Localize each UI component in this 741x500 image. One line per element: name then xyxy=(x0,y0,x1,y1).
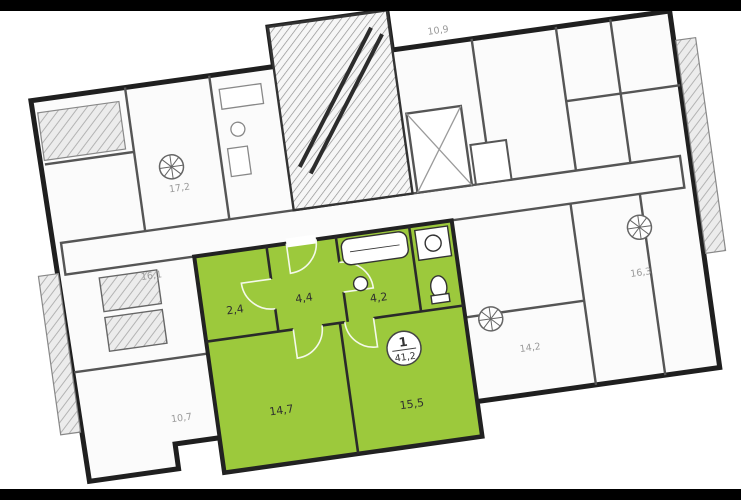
washing-machine-drum-icon xyxy=(424,234,442,252)
partition-wall xyxy=(73,352,209,374)
door-swing xyxy=(285,239,318,275)
letterbox-bottom xyxy=(0,489,741,500)
neighbor-area-label: 16,1 xyxy=(140,269,162,283)
room-label-living-room: 14,7 xyxy=(268,402,294,418)
neighbor-sink-icon xyxy=(230,121,246,137)
partition-wall xyxy=(554,26,578,171)
loggia-hatch-topleft xyxy=(37,100,127,162)
balcony-hatch-right xyxy=(675,36,727,254)
apartment-badge[interactable]: 1 41,2 xyxy=(385,329,423,367)
bathtub-inner-line xyxy=(349,244,400,253)
ventilation-icon xyxy=(478,306,504,332)
room-label-hall: 4,4 xyxy=(294,290,313,305)
neighbor-area-label: 10,9 xyxy=(427,24,449,38)
apartment-wall xyxy=(407,226,423,312)
partition-wall xyxy=(123,87,147,232)
wet-zone-hatch-2 xyxy=(104,308,168,353)
stair-stringer xyxy=(308,33,384,175)
partition-wall xyxy=(609,19,632,164)
letterbox-top xyxy=(0,0,741,11)
partition-wall xyxy=(44,150,135,166)
apartment-wall xyxy=(342,291,350,322)
room-label-hallway: 2,4 xyxy=(225,302,244,317)
building-plan: 17,2 10,9 16,1 10,7 14,2 16,3 xyxy=(28,7,727,485)
toilet-tank-icon xyxy=(430,292,451,305)
door-swing xyxy=(292,325,324,360)
badge-circle[interactable] xyxy=(385,329,423,367)
stair-stringer xyxy=(297,26,373,168)
sink-icon xyxy=(352,275,369,292)
entry-door-opening xyxy=(285,234,317,248)
apartment-wall xyxy=(373,304,464,320)
neighbor-cabinet-icon xyxy=(226,145,252,178)
room-label-bathroom: 4,2 xyxy=(369,290,388,305)
badge-flat-number: 1 xyxy=(398,334,409,350)
apartment-wall xyxy=(265,246,273,280)
partition-wall xyxy=(566,84,681,103)
partition-wall xyxy=(569,203,598,386)
ventilation-icon xyxy=(626,214,653,241)
badge-total-area: 41,2 xyxy=(394,351,416,365)
neighbor-area-label: 10,7 xyxy=(170,411,192,425)
apartment-wall xyxy=(338,322,360,454)
ventilation-icon xyxy=(158,154,185,180)
wet-zone-hatch-1 xyxy=(98,269,163,313)
room-label-kitchen: 15,5 xyxy=(399,396,425,412)
apartment-footprint[interactable] xyxy=(191,218,485,475)
neighbor-area-label: 16,3 xyxy=(630,266,652,280)
door-swing xyxy=(344,318,379,348)
neighbor-area-label: 17,2 xyxy=(168,181,190,195)
door-swing xyxy=(240,278,276,310)
balcony-hatch-left xyxy=(37,272,82,436)
badge-divider xyxy=(392,347,417,352)
neighbor-area-label: 14,2 xyxy=(519,341,541,355)
apartment-1[interactable]: 2,4 4,4 4,2 14,7 15,5 1 41,2 xyxy=(191,215,485,475)
neighbor-bathtub-icon xyxy=(218,82,265,110)
staircase xyxy=(266,8,414,212)
shaft-room xyxy=(469,138,513,186)
partition-wall xyxy=(207,75,231,220)
apartment-wall xyxy=(273,308,280,332)
elevator-cross-line xyxy=(416,105,462,194)
apartment-wall xyxy=(334,236,341,263)
